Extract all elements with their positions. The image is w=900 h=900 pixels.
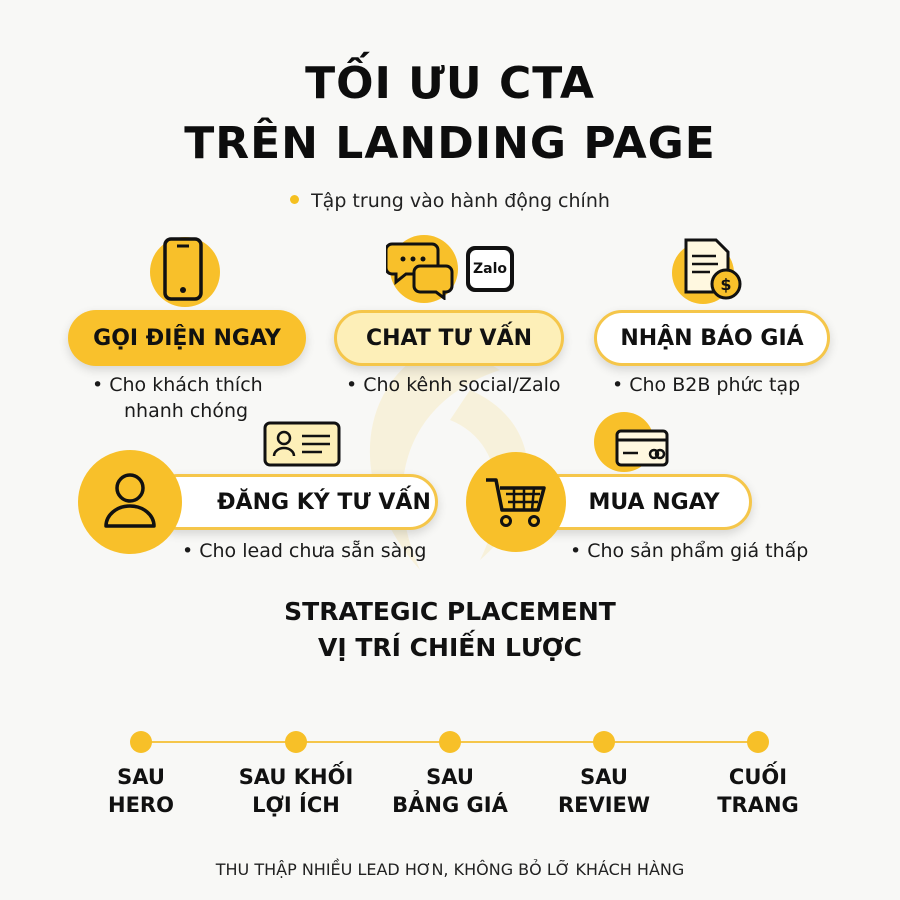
timeline-step-benefits: SAU KHỐI LỢI ÍCH bbox=[238, 765, 354, 817]
timeline-dot bbox=[747, 731, 769, 753]
phone-icon-circle bbox=[150, 237, 220, 307]
cta-call-now-desc: • Cho khách thích nhanh chóng bbox=[92, 374, 263, 422]
cta-chat-desc: • Cho kênh social/Zalo bbox=[346, 374, 561, 396]
timeline-dot bbox=[439, 731, 461, 753]
cta-quote-label: NHẬN BÁO GIÁ bbox=[620, 325, 804, 351]
timeline-step-pricing: SAU BẢNG GIÁ bbox=[392, 765, 508, 817]
page-title-line2: TRÊN LANDING PAGE bbox=[184, 118, 716, 169]
placement-title-line2: VỊ TRÍ CHIẾN LƯỢC bbox=[318, 633, 582, 662]
cta-chat-button[interactable]: CHAT TƯ VẤN bbox=[334, 310, 564, 366]
phone-icon bbox=[163, 237, 203, 301]
zalo-badge-text: Zalo bbox=[470, 250, 510, 288]
cta-register-label: ĐĂNG KÝ TƯ VẤN bbox=[217, 489, 431, 515]
timeline-step-hero: SAU HERO bbox=[108, 765, 174, 817]
placement-title-line1: STRATEGIC PLACEMENT bbox=[284, 597, 616, 626]
shopping-cart-icon bbox=[486, 478, 546, 527]
page-title-line1: TỐI ƯU CTA bbox=[305, 58, 595, 109]
timeline-step-review: SAU REVIEW bbox=[557, 765, 651, 817]
cta-buy-label: MUA NGAY bbox=[588, 489, 720, 515]
zalo-badge: Zalo bbox=[466, 246, 514, 292]
id-card-icon bbox=[263, 421, 341, 467]
cta-quote-button[interactable]: NHẬN BÁO GIÁ bbox=[594, 310, 830, 366]
timeline-dot bbox=[130, 731, 152, 753]
timeline-step-end: CUỐI TRANG bbox=[717, 765, 799, 817]
credit-card-icon bbox=[615, 429, 669, 467]
subtitle-text: Tập trung vào hành động chính bbox=[311, 190, 610, 212]
cta-quote-desc: • Cho B2B phức tạp bbox=[612, 374, 801, 396]
cta-register-desc: • Cho lead chưa sẵn sàng bbox=[182, 540, 427, 562]
timeline-dot bbox=[593, 731, 615, 753]
timeline-dot bbox=[285, 731, 307, 753]
cart-icon-circle bbox=[466, 452, 566, 552]
chat-bubbles-icon bbox=[386, 242, 454, 300]
footer-tagline: THU THẬP NHIỀU LEAD HƠN, KHÔNG BỎ LỠ KHÁ… bbox=[215, 860, 685, 879]
cta-buy-desc: • Cho sản phẩm giá thấp bbox=[570, 540, 809, 562]
cta-chat-label: CHAT TƯ VẤN bbox=[365, 325, 533, 351]
bullet-dot bbox=[290, 195, 300, 204]
cta-register-button[interactable]: ĐĂNG KÝ TƯ VẤN bbox=[150, 474, 438, 530]
cta-call-now-button[interactable]: GỌI ĐIỆN NGAY bbox=[68, 310, 306, 366]
user-icon bbox=[104, 473, 156, 528]
user-icon-circle bbox=[78, 450, 182, 554]
cta-call-now-label: GỌI ĐIỆN NGAY bbox=[93, 325, 281, 351]
subtitle: Tập trung vào hành động chính bbox=[0, 190, 900, 212]
svg-text:$: $ bbox=[720, 275, 731, 294]
quote-document-icon: $ bbox=[684, 238, 742, 300]
